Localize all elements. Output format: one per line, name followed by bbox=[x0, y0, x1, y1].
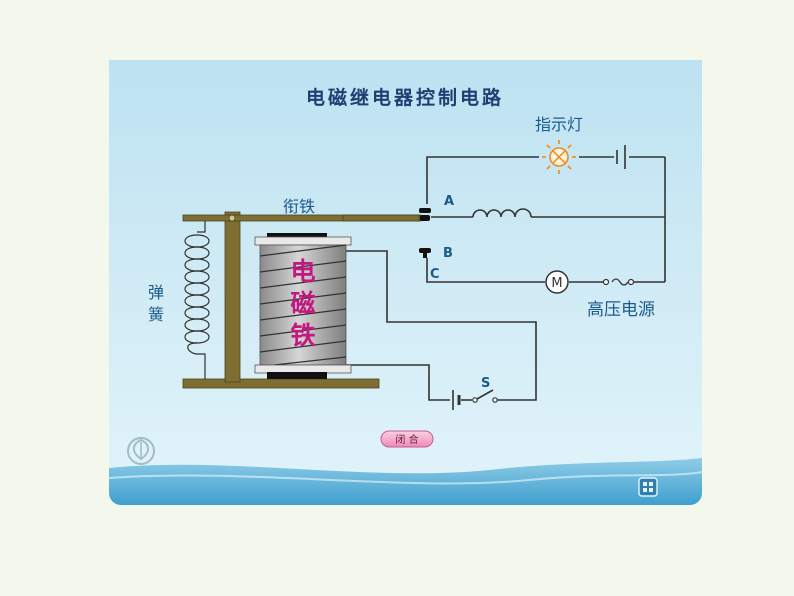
contact-a-label: A bbox=[444, 194, 454, 209]
ac-source-icon bbox=[602, 278, 635, 286]
contact-a bbox=[342, 208, 431, 222]
motor-label: M bbox=[551, 276, 562, 291]
close-circuit-button[interactable]: 闭 合 bbox=[380, 430, 434, 448]
spring bbox=[184, 221, 210, 379]
high-voltage-source-label: 高压电源 bbox=[587, 300, 655, 320]
relay-frame bbox=[182, 211, 380, 389]
contact-c-label: C bbox=[430, 267, 440, 282]
spring-label-1: 弹 bbox=[148, 283, 164, 302]
spring-label-2: 簧 bbox=[148, 305, 164, 324]
circuit-wires bbox=[345, 156, 666, 401]
electromagnet-label-2: 磁 bbox=[290, 289, 315, 318]
indicator-lamp-label: 指示灯 bbox=[535, 115, 583, 134]
inductor-coil-icon bbox=[472, 208, 532, 218]
armature-label: 衔铁 bbox=[283, 197, 315, 216]
contact-b-label: B bbox=[443, 246, 453, 261]
bottom-wave-band bbox=[109, 458, 702, 505]
leaf-emblem-icon bbox=[127, 437, 155, 465]
electromagnet bbox=[254, 233, 352, 379]
electromagnet-label-1: 电 bbox=[290, 257, 315, 286]
grid-menu-icon[interactable] bbox=[638, 477, 658, 497]
lamp-battery-icon bbox=[616, 145, 626, 169]
switch-s-icon bbox=[472, 389, 498, 403]
motor-icon: M bbox=[545, 270, 569, 294]
control-battery-icon bbox=[452, 390, 461, 410]
contact-b bbox=[419, 248, 431, 258]
indicator-lamp-icon bbox=[542, 140, 576, 174]
electromagnet-label-3: 铁 bbox=[290, 321, 315, 350]
switch-s-label: S bbox=[481, 376, 490, 391]
diagram-title: 电磁继电器控制电路 bbox=[306, 86, 504, 109]
slide: 电磁继电器控制电路 bbox=[109, 60, 702, 505]
close-circuit-button-label: 闭 合 bbox=[395, 433, 418, 446]
